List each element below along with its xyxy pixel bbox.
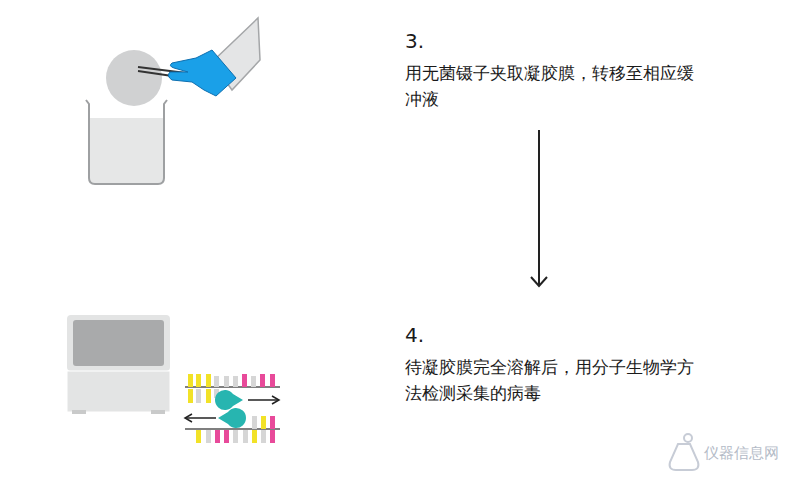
step-text: 待凝胶膜完全溶解后，用分子生物学方法检测采集的病毒 [405, 354, 705, 406]
glove [168, 50, 236, 96]
step-text: 用无菌镊子夹取凝胶膜，转移至相应缓冲液 [405, 60, 705, 112]
gel-membrane [106, 50, 162, 106]
beaker [86, 100, 167, 184]
watermark-logo [670, 434, 699, 470]
step-block: 3. 用无菌镊子夹取凝胶膜，转移至相应缓冲液 [405, 28, 705, 112]
step-block: 4. 待凝胶膜完全溶解后，用分子生物学方法检测采集的病毒 [405, 322, 705, 406]
step-number: 4. [405, 322, 705, 348]
flow-arrow [531, 130, 547, 286]
instrument [67, 315, 170, 414]
watermark: 仪器信息网 [704, 444, 779, 463]
step-number: 3. [405, 28, 705, 54]
dna-strands [185, 374, 280, 443]
